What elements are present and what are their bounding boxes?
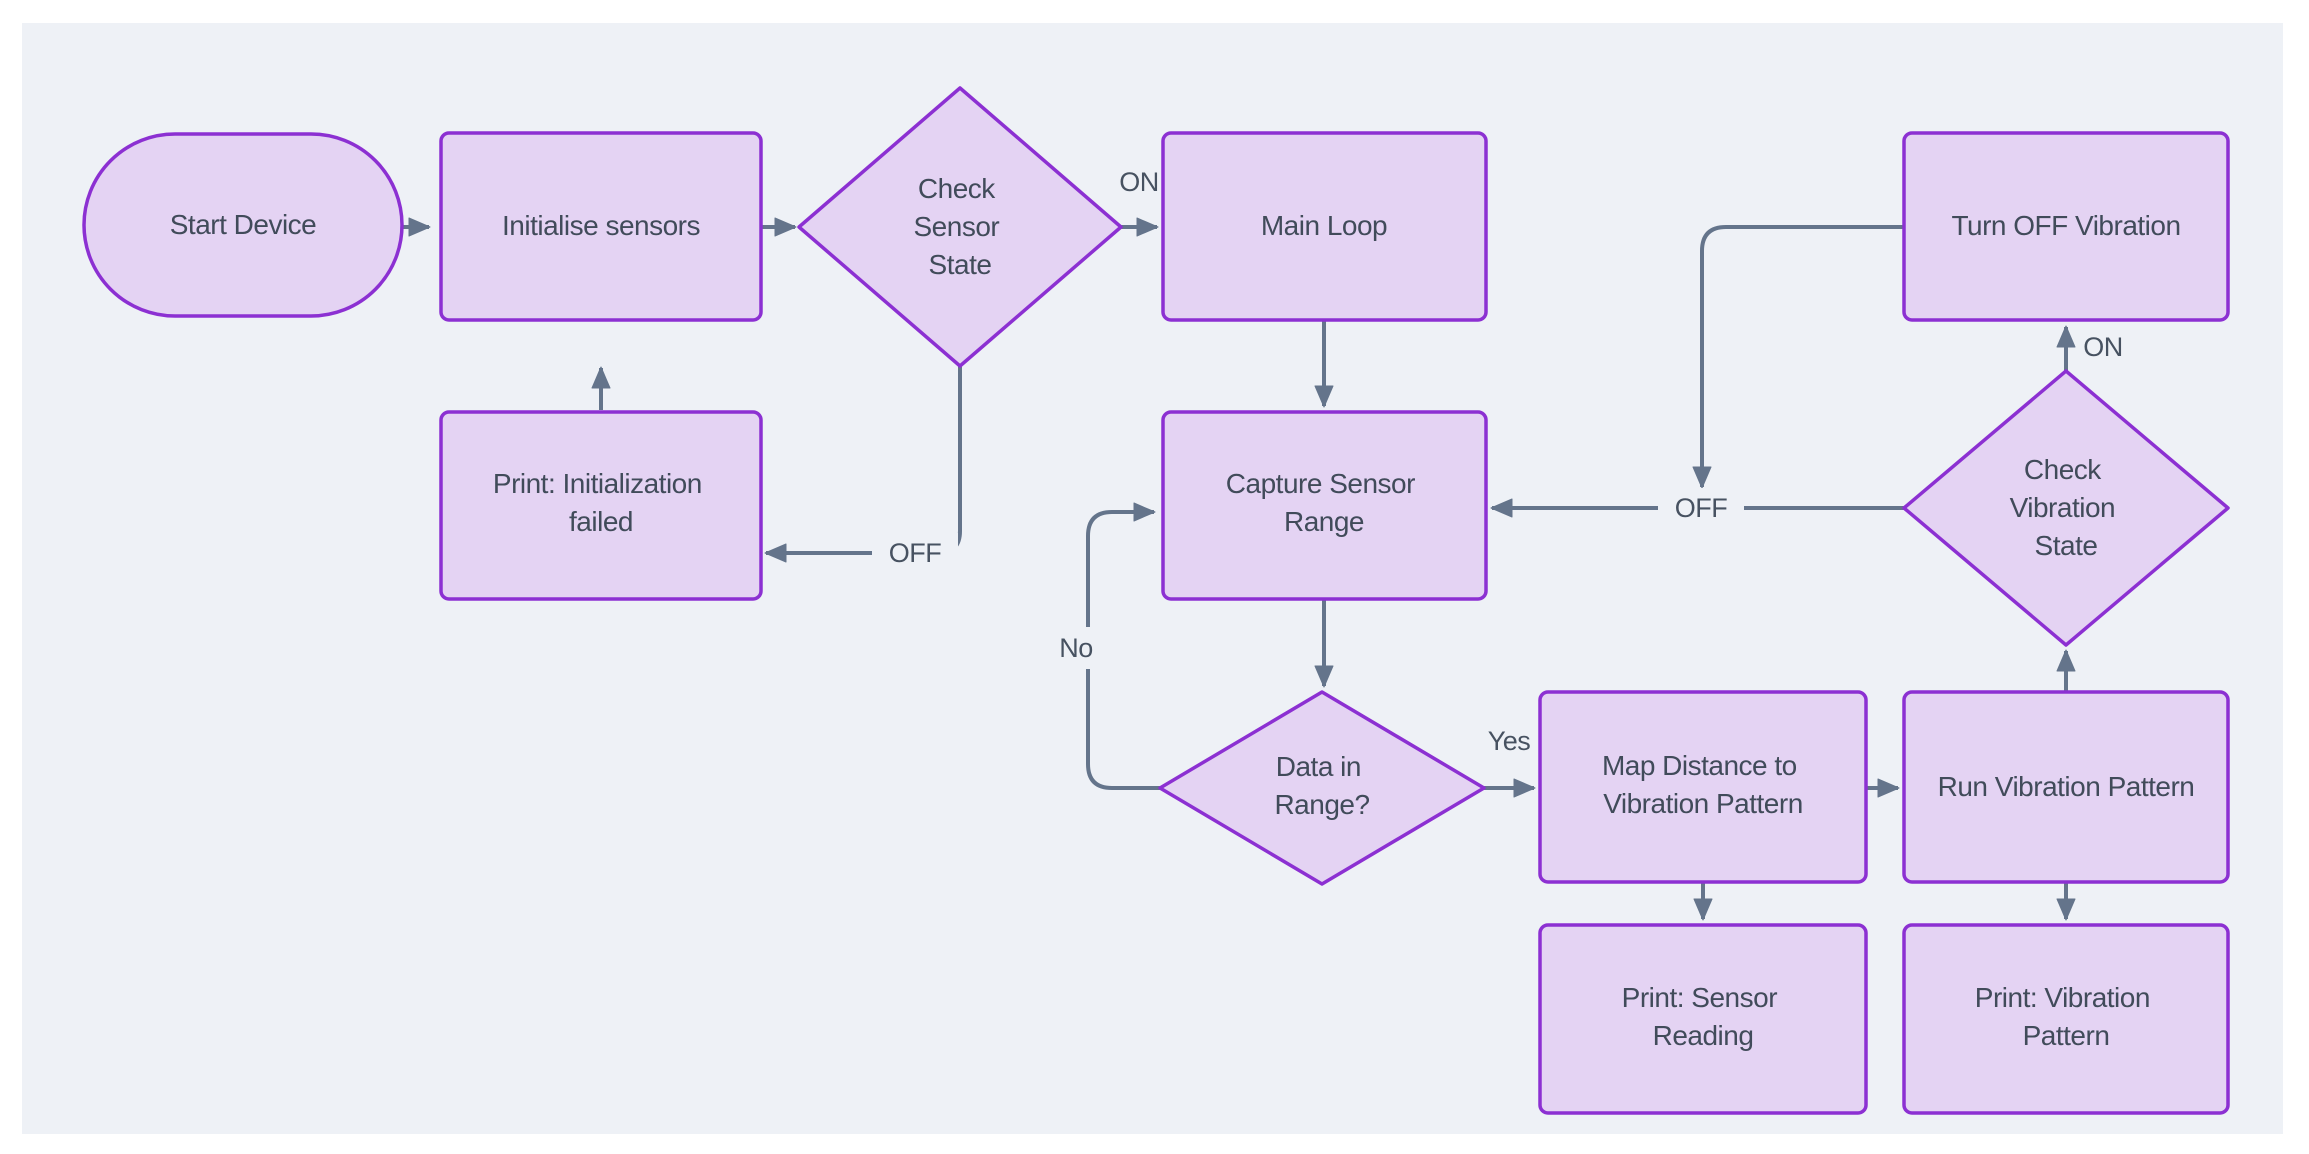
node-capture-sensor-range [1161, 410, 1488, 601]
label-turn-off-vibration: Turn OFF Vibration [1951, 210, 2180, 241]
edge-label-bg [1048, 627, 1106, 669]
edge-label-sensor-on: ON [1119, 167, 1159, 197]
edge-label-vibration-off: OFF [1675, 493, 1728, 523]
edge-labels: ON OFF No Yes OFF ON [872, 167, 2123, 756]
edge-label-range-yes: Yes [1488, 726, 1531, 756]
label-map-distance: Map Distance to Vibration Pattern [1602, 750, 1804, 819]
label-check-sensor-state: Check Sensor State [914, 173, 1007, 280]
node-check-sensor-state [797, 86, 1123, 368]
edge-label-bg [1658, 488, 1744, 528]
node-main-loop [1161, 131, 1488, 322]
label-check-vibration-state: Check Vibration State [2010, 454, 2123, 561]
node-print-initialization-failed [439, 410, 763, 601]
edge-label-sensor-off: OFF [889, 538, 942, 568]
node-print-vibration-pattern [1902, 923, 2230, 1115]
node-check-vibration-state [1902, 369, 2230, 647]
edge-turn-off-to-capture [1692, 225, 1904, 489]
node-print-sensor-reading [1538, 923, 1868, 1115]
node-turn-off-vibration [1902, 131, 2230, 322]
node-start-device [82, 132, 404, 318]
label-initialise-sensors: Initialise sensors [502, 210, 700, 241]
edge-label-vibration-on: ON [2083, 332, 2123, 362]
label-main-loop: Main Loop [1261, 210, 1387, 241]
label-print-sensor-reading: Print: Sensor Reading [1622, 982, 1785, 1051]
node-data-in-range [1158, 690, 1486, 886]
node-run-vibration-pattern [1902, 690, 2230, 884]
nodes [82, 86, 2230, 1115]
node-map-distance [1538, 690, 1868, 884]
label-print-initialization-failed: Print: Initialization failed [493, 468, 709, 537]
edge-label-bg [872, 533, 958, 573]
label-start-device: Start Device [170, 209, 317, 240]
node-initialise-sensors [439, 131, 763, 322]
label-print-vibration-pattern: Print: Vibration Pattern [1975, 982, 2157, 1051]
label-data-in-range: Data in Range? [1274, 751, 1369, 820]
label-run-vibration-pattern: Run Vibration Pattern [1938, 771, 2195, 802]
node-labels: Start Device Initialise sensors Check Se… [170, 173, 2195, 1051]
label-capture-sensor-range: Capture Sensor Range [1226, 468, 1422, 537]
edge-label-range-no: No [1059, 633, 1093, 663]
